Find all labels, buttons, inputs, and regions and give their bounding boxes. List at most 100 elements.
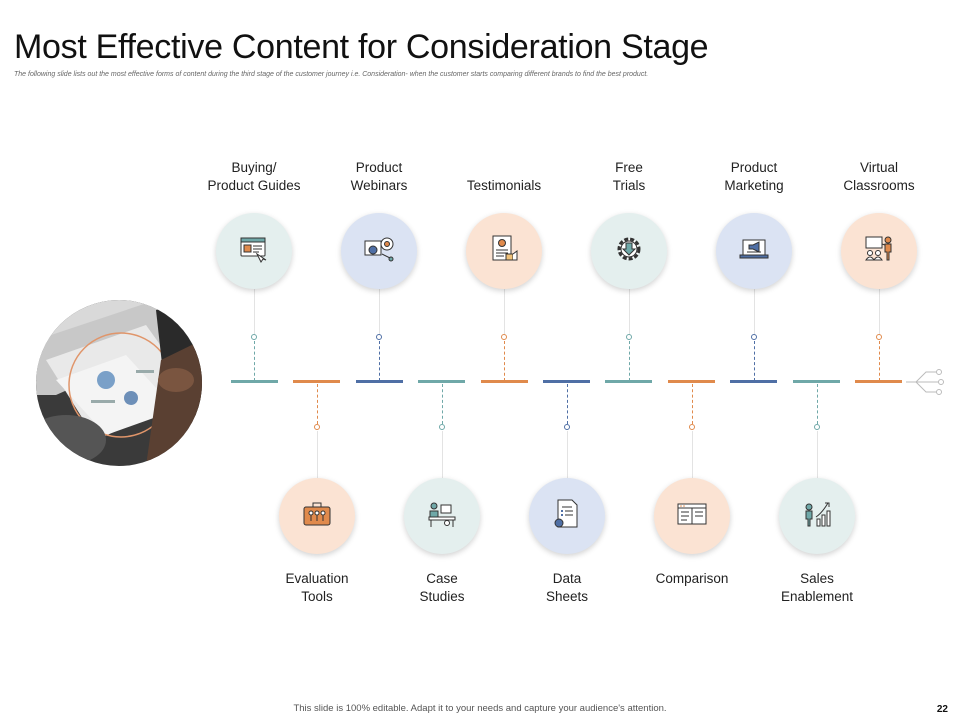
toolbox-icon bbox=[300, 497, 334, 536]
item-label-line1: Buying/ bbox=[231, 160, 277, 175]
testimonial-icon bbox=[487, 232, 521, 271]
icon-circle bbox=[404, 478, 480, 554]
item-label-line2: Webinars bbox=[350, 178, 408, 193]
stem-line bbox=[379, 289, 380, 336]
stem-dashed bbox=[879, 341, 880, 381]
timeline-segment bbox=[293, 380, 341, 383]
stem-dashed bbox=[442, 384, 443, 424]
item-label-line1: Comparison bbox=[655, 571, 729, 586]
case-study-icon bbox=[425, 497, 459, 536]
webinar-icon bbox=[362, 232, 396, 271]
icon-circle bbox=[654, 478, 730, 554]
item-label-line2: Trials bbox=[612, 178, 646, 193]
stem-line bbox=[692, 431, 693, 478]
item-label-line1: Case bbox=[426, 571, 458, 586]
stem-dashed bbox=[379, 341, 380, 381]
icon-circle bbox=[716, 213, 792, 289]
item-label-line1: Product bbox=[730, 160, 778, 175]
item-label-line1: Product bbox=[355, 160, 403, 175]
icon-circle bbox=[279, 478, 355, 554]
timeline-node bbox=[314, 424, 320, 430]
timeline-segment bbox=[730, 380, 778, 383]
product-guide-icon bbox=[237, 232, 271, 271]
page-subtitle: The following slide lists out the most e… bbox=[14, 71, 649, 78]
photo-laptop-charts bbox=[36, 300, 202, 466]
icon-circle bbox=[591, 213, 667, 289]
timeline-node bbox=[251, 334, 257, 340]
stem-dashed bbox=[504, 341, 505, 381]
stem-line bbox=[317, 431, 318, 478]
stem-dashed bbox=[567, 384, 568, 424]
timeline-node bbox=[689, 424, 695, 430]
item-label-line2 bbox=[627, 588, 757, 606]
item-label-line2: Sheets bbox=[545, 589, 589, 604]
item-label-line2: Studies bbox=[419, 589, 465, 604]
stem-line bbox=[567, 431, 568, 478]
comparison-icon bbox=[675, 497, 709, 536]
item-label-line1 bbox=[439, 159, 569, 177]
item-label-line2: Enablement bbox=[780, 589, 854, 604]
stem-line bbox=[254, 289, 255, 336]
stem-dashed bbox=[754, 341, 755, 381]
item-label-line1: Evaluation bbox=[285, 571, 349, 586]
timeline-node bbox=[751, 334, 757, 340]
icon-circle bbox=[466, 213, 542, 289]
timeline-segment bbox=[480, 380, 528, 383]
stem-dashed bbox=[692, 384, 693, 424]
timeline-segment bbox=[667, 380, 715, 383]
stem-dashed bbox=[817, 384, 818, 424]
icon-circle bbox=[341, 213, 417, 289]
timeline-segment bbox=[543, 380, 590, 383]
item-label-line1: Sales bbox=[800, 571, 834, 586]
laptop-megaphone-icon bbox=[737, 232, 771, 271]
page-number: 22 bbox=[936, 704, 948, 715]
item-label-line1: Free bbox=[615, 160, 643, 175]
icon-circle bbox=[841, 213, 917, 289]
classroom-icon bbox=[862, 232, 896, 271]
circuit-connector-icon bbox=[906, 366, 946, 403]
icon-circle bbox=[529, 478, 605, 554]
page-title: Most Effective Content for Consideration… bbox=[14, 28, 709, 66]
item-label-line2: Tools bbox=[301, 589, 333, 604]
item-label-line2: Product Guides bbox=[207, 178, 301, 193]
timeline-segment bbox=[855, 380, 902, 383]
stem-line bbox=[442, 431, 443, 478]
item-label: Buying/Product Guides bbox=[189, 159, 319, 195]
gear-download-icon bbox=[612, 232, 646, 271]
item-label-line1: Virtual bbox=[859, 160, 899, 175]
footer-note: This slide is 100% editable. Adapt it to… bbox=[293, 703, 667, 714]
timeline-node bbox=[376, 334, 382, 340]
icon-circle bbox=[216, 213, 292, 289]
item-label: Testimonials bbox=[439, 159, 569, 195]
timeline-node bbox=[626, 334, 632, 340]
stem-dashed bbox=[317, 384, 318, 424]
sales-growth-icon bbox=[800, 497, 834, 536]
timeline-segment bbox=[605, 380, 653, 383]
stem-line bbox=[817, 431, 818, 478]
timeline-segment bbox=[792, 380, 840, 383]
item-label-line2: Testimonials bbox=[466, 178, 542, 193]
timeline-node bbox=[439, 424, 445, 430]
timeline-node bbox=[564, 424, 570, 430]
item-label: Comparison bbox=[627, 570, 757, 606]
stem-line bbox=[629, 289, 630, 336]
timeline-segment bbox=[418, 380, 466, 383]
timeline-segment bbox=[231, 380, 278, 383]
stem-line bbox=[754, 289, 755, 336]
stem-line bbox=[504, 289, 505, 336]
item-label-line2: Classrooms bbox=[843, 178, 915, 193]
stem-line bbox=[879, 289, 880, 336]
data-sheet-icon bbox=[550, 497, 584, 536]
timeline-node bbox=[501, 334, 507, 340]
stem-dashed bbox=[629, 341, 630, 381]
item-label-line1: Data bbox=[552, 571, 582, 586]
